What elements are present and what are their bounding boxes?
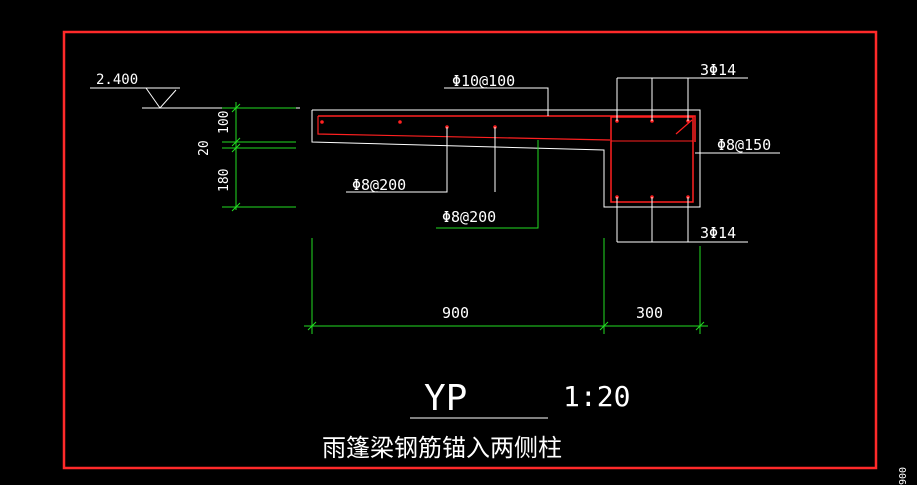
callout-right: Φ8@150 bbox=[717, 136, 771, 154]
callout-top-left: Φ10@100 bbox=[452, 72, 515, 90]
edge-label: 900 bbox=[898, 467, 909, 485]
plan-dimension: 900 300 bbox=[304, 238, 708, 334]
callout-left-lower: Φ8@200 bbox=[352, 176, 406, 194]
drawing-subtitle: 雨篷梁钢筋锚入两侧柱 bbox=[322, 434, 562, 462]
elevation-label: 2.400 bbox=[96, 72, 138, 88]
dim-label-top: 100 bbox=[217, 111, 232, 134]
dim-label-overhang: 900 bbox=[442, 304, 469, 322]
drawing-code: YP bbox=[424, 378, 467, 419]
callout-middle-lower: Φ8@200 bbox=[442, 208, 496, 226]
drawing-frame bbox=[62, 30, 878, 470]
green-leader bbox=[436, 140, 539, 229]
callout-top-right: 3Φ14 bbox=[700, 61, 736, 79]
section-dimension: 100 20 180 bbox=[197, 102, 296, 212]
concrete-outline bbox=[311, 109, 701, 208]
dim-label-middle: 20 bbox=[197, 140, 212, 156]
dim-label-beam: 300 bbox=[636, 304, 663, 322]
rebar-dot bbox=[320, 120, 324, 124]
elevation-marker: 2.400 bbox=[90, 72, 300, 109]
callout-bottom-right: 3Φ14 bbox=[700, 224, 736, 242]
rebar-dot bbox=[398, 120, 402, 124]
dim-label-bottom: 180 bbox=[217, 169, 232, 192]
drawing-scale: 1:20 bbox=[563, 380, 630, 413]
title-block: YP 1:20 雨篷梁钢筋锚入两侧柱 bbox=[322, 378, 630, 462]
leader-lines bbox=[346, 77, 780, 243]
